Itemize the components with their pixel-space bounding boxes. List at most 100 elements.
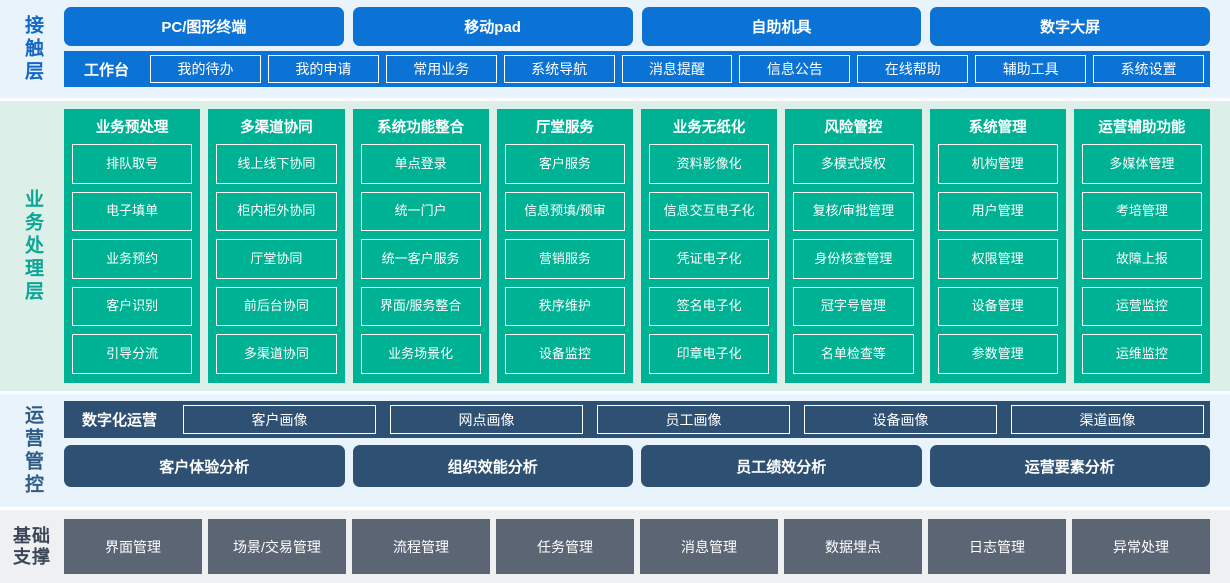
foundation-layer-body: 界面管理 场景/交易管理 流程管理 任务管理 消息管理 数据埋点 日志管理 异常…	[64, 510, 1230, 583]
channel-self-service[interactable]: 自助机具	[641, 7, 922, 46]
foundation-item-log-mgmt[interactable]: 日志管理	[928, 519, 1066, 574]
digital-operation-title: 数字化运营	[82, 412, 158, 429]
business-column-system-integration: 系统功能整合 单点登录 统一门户 统一客户服务 界面/服务整合 业务场景化	[352, 109, 489, 383]
workbench-item-my-application[interactable]: 我的申请	[267, 55, 379, 83]
business-item-identity-verification[interactable]: 身份核查管理	[793, 239, 914, 279]
business-item-marketing-service[interactable]: 营销服务	[504, 239, 625, 279]
business-column-items: 多媒体管理 考培管理 故障上报 运营监控 运维监控	[1081, 144, 1202, 374]
business-item-parameter-mgmt[interactable]: 参数管理	[937, 334, 1058, 374]
business-layer-label: 业务处理层	[0, 101, 64, 391]
foundation-layer-band: 基础 支撑 界面管理 场景/交易管理 流程管理 任务管理 消息管理 数据埋点 日…	[0, 510, 1230, 583]
business-item-document-imaging[interactable]: 资料影像化	[649, 144, 770, 184]
workbench-item-common-business[interactable]: 常用业务	[385, 55, 497, 83]
analysis-item-customer-experience[interactable]: 客户体验分析	[64, 445, 345, 487]
business-item-ui-service-integration[interactable]: 界面/服务整合	[360, 286, 481, 327]
business-item-user-mgmt[interactable]: 用户管理	[937, 191, 1058, 232]
business-item-queue-number[interactable]: 排队取号	[72, 144, 193, 184]
analysis-item-employee-performance[interactable]: 员工绩效分析	[641, 445, 922, 487]
business-column-operation-assist: 运营辅助功能 多媒体管理 考培管理 故障上报 运营监控 运维监控	[1073, 109, 1210, 383]
foundation-layer-label: 基础 支撑	[0, 510, 64, 583]
business-column-items: 线上线下协同 柜内柜外协同 厅堂协同 前后台协同 多渠道协同	[216, 144, 337, 374]
operations-layer-label: 运营管控	[0, 394, 64, 507]
business-item-counter-sync[interactable]: 柜内柜外协同	[216, 191, 337, 232]
business-column-title: 运营辅助功能	[1098, 120, 1186, 136]
contact-layer-band: 接触层 PC/图形终端 移动pad 自助机具 数字大屏 工作台 我的待办 我的申…	[0, 0, 1230, 98]
business-column-lobby-service: 厅堂服务 客户服务 信息预填/预审 营销服务 秩序维护 设备监控	[496, 109, 633, 383]
portrait-item-employee[interactable]: 员工画像	[597, 405, 791, 434]
business-item-prefill-prereview[interactable]: 信息预填/预审	[504, 191, 625, 232]
business-item-maintenance-monitoring[interactable]: 运维监控	[1081, 334, 1202, 374]
business-layer-body: 业务预处理 排队取号 电子填单 业务预约 客户识别 引导分流 多渠道协同 线上线…	[64, 101, 1230, 391]
channel-mobile-pad[interactable]: 移动pad	[352, 7, 633, 46]
foundation-item-scenario-transaction-mgmt[interactable]: 场景/交易管理	[208, 519, 346, 574]
business-item-operation-monitoring[interactable]: 运营监控	[1081, 286, 1202, 327]
business-item-appointment[interactable]: 业务预约	[72, 239, 193, 279]
business-item-multimedia-mgmt[interactable]: 多媒体管理	[1081, 144, 1202, 184]
business-column-title: 业务预处理	[95, 120, 169, 136]
business-item-lobby-sync[interactable]: 厅堂协同	[216, 239, 337, 279]
analysis-item-operation-factor[interactable]: 运营要素分析	[929, 445, 1210, 487]
business-item-fault-report[interactable]: 故障上报	[1081, 239, 1202, 279]
workbench-item-information-bulletin[interactable]: 信息公告	[739, 55, 851, 83]
portrait-item-customer[interactable]: 客户画像	[183, 405, 377, 434]
portrait-item-channel[interactable]: 渠道画像	[1011, 405, 1205, 434]
analysis-item-organization-efficiency[interactable]: 组织效能分析	[352, 445, 633, 487]
business-column-title: 风险管控	[824, 120, 883, 136]
foundation-layer-label-text: 基础 支撑	[13, 526, 51, 566]
business-item-customer-identify[interactable]: 客户识别	[72, 286, 193, 327]
operations-layer-band: 运营管控 数字化运营 客户画像 网点画像 员工画像 设备画像 渠道画像 客户体验…	[0, 394, 1230, 507]
business-column-title: 厅堂服务	[535, 120, 594, 136]
business-item-single-signon[interactable]: 单点登录	[360, 144, 481, 184]
operations-layer-label-text: 运营管控	[21, 404, 43, 497]
business-item-seal-digital[interactable]: 印章电子化	[649, 334, 770, 374]
business-item-e-form[interactable]: 电子填单	[72, 191, 193, 232]
channel-digital-screen[interactable]: 数字大屏	[930, 7, 1210, 46]
business-column-items: 多模式授权 复核/审批管理 身份核查管理 冠字号管理 名单检查等	[793, 144, 914, 374]
portrait-item-branch[interactable]: 网点画像	[390, 405, 584, 434]
foundation-item-message-mgmt[interactable]: 消息管理	[640, 519, 778, 574]
foundation-item-exception-handling[interactable]: 异常处理	[1072, 519, 1210, 574]
foundation-item-data-tracking[interactable]: 数据埋点	[784, 519, 922, 574]
business-column-title: 多渠道协同	[240, 120, 313, 136]
foundation-item-ui-mgmt[interactable]: 界面管理	[64, 519, 202, 574]
business-item-multichannel-sync[interactable]: 多渠道协同	[216, 334, 337, 374]
business-column-items: 单点登录 统一门户 统一客户服务 界面/服务整合 业务场景化	[360, 144, 481, 374]
business-item-unified-portal[interactable]: 统一门户	[360, 191, 481, 232]
contact-layer-label-text: 接触层	[21, 14, 43, 84]
business-item-review-approval[interactable]: 复核/审批管理	[793, 191, 914, 232]
portrait-item-device[interactable]: 设备画像	[804, 405, 998, 434]
business-item-signature-digital[interactable]: 签名电子化	[649, 286, 770, 327]
workbench-item-auxiliary-tools[interactable]: 辅助工具	[975, 55, 1087, 83]
workbench-item-online-help[interactable]: 在线帮助	[857, 55, 969, 83]
workbench-item-system-settings[interactable]: 系统设置	[1093, 55, 1205, 83]
business-column-title: 系统管理	[968, 120, 1027, 136]
business-item-serial-number-mgmt[interactable]: 冠字号管理	[793, 286, 914, 327]
business-column-risk-control: 风险管控 多模式授权 复核/审批管理 身份核查管理 冠字号管理 名单检查等	[785, 109, 922, 383]
business-item-order-maintenance[interactable]: 秩序维护	[504, 286, 625, 327]
business-item-device-monitoring[interactable]: 设备监控	[504, 334, 625, 374]
business-item-organization-mgmt[interactable]: 机构管理	[937, 144, 1058, 184]
business-item-customer-service[interactable]: 客户服务	[504, 144, 625, 184]
business-item-online-offline-sync[interactable]: 线上线下协同	[216, 144, 337, 184]
foundation-label-line1: 基础	[13, 526, 51, 547]
channel-row: PC/图形终端 移动pad 自助机具 数字大屏	[64, 7, 1210, 46]
business-item-business-scenario[interactable]: 业务场景化	[360, 334, 481, 374]
workbench-item-my-todo[interactable]: 我的待办	[150, 55, 261, 83]
business-item-voucher-digital[interactable]: 凭证电子化	[649, 239, 770, 279]
channel-pc-terminal[interactable]: PC/图形终端	[64, 7, 344, 46]
business-item-guide-diversion[interactable]: 引导分流	[72, 334, 193, 374]
workbench-item-system-navigation[interactable]: 系统导航	[503, 55, 615, 83]
foundation-item-process-mgmt[interactable]: 流程管理	[352, 519, 490, 574]
business-item-unified-customer-service[interactable]: 统一客户服务	[360, 239, 481, 279]
business-item-device-mgmt[interactable]: 设备管理	[937, 286, 1058, 327]
business-item-list-check[interactable]: 名单检查等	[793, 334, 914, 374]
workbench-item-message-reminder[interactable]: 消息提醒	[621, 55, 733, 83]
foundation-item-task-mgmt[interactable]: 任务管理	[496, 519, 634, 574]
business-item-info-exchange-digital[interactable]: 信息交互电子化	[649, 191, 770, 232]
digital-operation-row: 数字化运营 客户画像 网点画像 员工画像 设备画像 渠道画像	[64, 401, 1210, 438]
business-item-permission-mgmt[interactable]: 权限管理	[937, 239, 1058, 279]
business-item-front-back-sync[interactable]: 前后台协同	[216, 286, 337, 327]
business-item-training-mgmt[interactable]: 考培管理	[1081, 191, 1202, 232]
business-item-multimode-authorization[interactable]: 多模式授权	[793, 144, 914, 184]
